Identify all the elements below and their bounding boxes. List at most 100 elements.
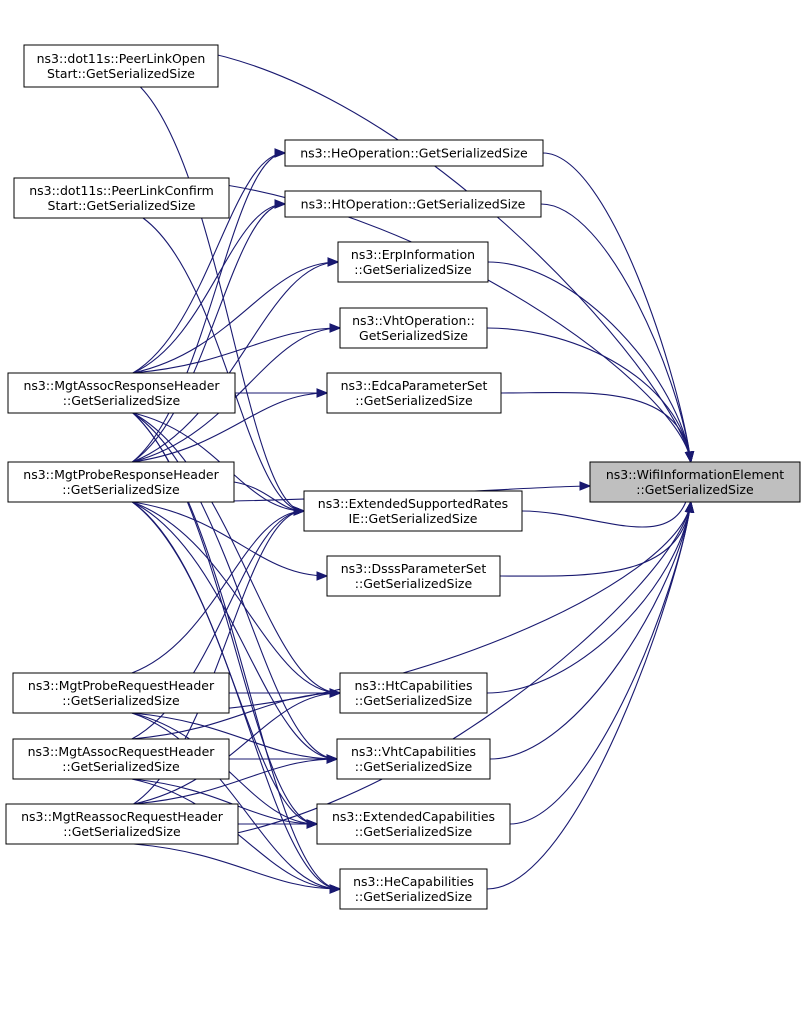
arrowhead-icon	[316, 571, 329, 581]
edge-proberesp-to-hecap	[131, 501, 341, 890]
node-plconf[interactable]: ns3::dot11s::PeerLinkConfirmStart::GetSe…	[13, 177, 230, 219]
arrowhead-icon	[316, 388, 329, 398]
edge-plopen-to-extrates	[140, 86, 305, 512]
node-label: ns3::HtCapabilities	[354, 678, 472, 693]
edge-reassoc-to-htcap	[133, 692, 341, 805]
node-proberesp[interactable]: ns3::MgtProbeResponseHeader::GetSerializ…	[7, 461, 235, 503]
edge-probereq-to-hecap	[131, 712, 341, 890]
node-hecap[interactable]: ns3::HeCapabilities::GetSerializedSize	[339, 868, 488, 910]
node-box	[339, 307, 488, 349]
node-reassoc[interactable]: ns3::MgtReassocRequestHeader::GetSeriali…	[5, 803, 239, 845]
edge-assocresp-to-vhtop	[132, 327, 341, 374]
node-label: ::GetSerializedSize	[355, 824, 473, 839]
node-box	[284, 139, 544, 167]
node-edca[interactable]: ns3::EdcaParameterSet::GetSerializedSize	[326, 372, 502, 414]
arrowhead-icon	[306, 819, 319, 829]
node-layer: ns3::WifiInformationElement::GetSerializ…	[5, 44, 801, 910]
edge-plconf-to-target	[142, 177, 692, 463]
node-label: ::GetSerializedSize	[63, 393, 181, 408]
node-label: GetSerializedSize	[359, 328, 468, 343]
node-extrates[interactable]: ns3::ExtendedSupportedRatesIE::GetSerial…	[303, 490, 523, 532]
node-label: ::GetSerializedSize	[62, 759, 180, 774]
node-assocresp[interactable]: ns3::MgtAssocResponseHeader::GetSerializ…	[7, 372, 236, 414]
edge-proberesp-to-dsss	[132, 501, 328, 577]
edge-assocreq-to-hecap	[131, 778, 341, 890]
node-htcap[interactable]: ns3::HtCapabilities::GetSerializedSize	[339, 672, 488, 714]
node-box	[326, 555, 501, 597]
edge-reassoc-to-target	[145, 501, 692, 845]
arrowhead-icon	[329, 323, 342, 333]
edge-proberesp-to-vhtcap	[132, 501, 338, 760]
node-label: ns3::HtOperation::GetSerializedSize	[301, 197, 526, 212]
node-label: ::GetSerializedSize	[355, 889, 473, 904]
node-label: IE::GetSerializedSize	[349, 511, 478, 526]
node-box	[316, 803, 511, 845]
edge-vhtcap-to-target	[489, 501, 692, 760]
node-label: ns3::EdcaParameterSet	[341, 378, 488, 393]
node-box	[23, 44, 219, 88]
node-dsss[interactable]: ns3::DsssParameterSet::GetSerializedSize	[326, 555, 501, 597]
node-box	[336, 738, 491, 780]
edge-htcap-to-target	[486, 501, 692, 694]
edge-reassoc-to-hecap	[133, 843, 341, 890]
node-label: ns3::MgtProbeRequestHeader	[28, 678, 215, 693]
edge-htop-to-target	[540, 203, 692, 463]
node-label: ns3::ErpInformation	[351, 247, 475, 262]
node-label: ns3::MgtProbeResponseHeader	[23, 467, 219, 482]
node-box	[12, 672, 230, 714]
node-label: ns3::DsssParameterSet	[341, 561, 487, 576]
node-box	[339, 672, 488, 714]
edge-probereq-to-vhtcap	[131, 712, 338, 760]
node-vhtop[interactable]: ns3::VhtOperation::GetSerializedSize	[339, 307, 488, 349]
node-label: ::GetSerializedSize	[355, 393, 473, 408]
node-erp[interactable]: ns3::ErpInformation::GetSerializedSize	[337, 241, 489, 283]
node-target[interactable]: ns3::WifiInformationElement::GetSerializ…	[589, 461, 801, 503]
node-label: ns3::dot11s::PeerLinkOpen	[37, 51, 206, 66]
node-assocreq[interactable]: ns3::MgtAssocRequestHeader::GetSerialize…	[12, 738, 230, 780]
edge-probereq-to-target	[142, 501, 692, 714]
edge-proberesp-to-htcap	[132, 501, 341, 694]
node-box	[337, 241, 489, 283]
node-plopen[interactable]: ns3::dot11s::PeerLinkOpenStart::GetSeria…	[23, 44, 219, 88]
node-box	[5, 803, 239, 845]
node-label: ::GetSerializedSize	[355, 759, 473, 774]
edge-edca-to-target	[500, 391, 692, 463]
node-heop[interactable]: ns3::HeOperation::GetSerializedSize	[284, 139, 544, 167]
node-label: ns3::MgtReassocRequestHeader	[21, 809, 224, 824]
arrowhead-icon	[327, 257, 340, 267]
node-box	[303, 490, 523, 532]
node-label: Start::GetSerializedSize	[48, 198, 196, 213]
edge-probereq-to-extrates	[131, 510, 305, 674]
edge-plopen-to-target	[140, 44, 692, 463]
node-label: ns3::WifiInformationElement	[606, 467, 784, 482]
node-box	[339, 868, 488, 910]
edge-extrates-to-target	[521, 481, 692, 528]
arrowhead-icon	[274, 148, 287, 158]
node-label: ns3::VhtCapabilities	[351, 744, 476, 759]
edge-proberesp-to-erp	[132, 261, 339, 463]
node-box	[326, 372, 502, 414]
node-label: ns3::HeOperation::GetSerializedSize	[300, 146, 528, 161]
edge-hecap-to-target	[486, 501, 692, 890]
edge-extcap-to-target	[509, 501, 692, 825]
edge-erp-to-target	[487, 261, 692, 463]
edge-vhtop-to-target	[486, 327, 692, 463]
node-extcap[interactable]: ns3::ExtendedCapabilities::GetSerialized…	[316, 803, 511, 845]
node-box	[12, 738, 230, 780]
node-label: ::GetSerializedSize	[354, 262, 472, 277]
edge-assocresp-to-htcap	[132, 412, 341, 694]
node-vhtcap[interactable]: ns3::VhtCapabilities::GetSerializedSize	[336, 738, 491, 780]
arrowhead-icon	[329, 688, 342, 698]
node-htop[interactable]: ns3::HtOperation::GetSerializedSize	[284, 190, 542, 218]
edge-assocreq-to-extrates	[131, 510, 305, 740]
node-box	[589, 461, 801, 503]
arrowhead-icon	[684, 500, 695, 514]
node-label: ns3::MgtAssocRequestHeader	[28, 744, 216, 759]
node-probereq[interactable]: ns3::MgtProbeRequestHeader::GetSerialize…	[12, 672, 230, 714]
node-label: ns3::ExtendedCapabilities	[332, 809, 495, 824]
arrowhead-icon	[274, 199, 287, 209]
node-label: ns3::HeCapabilities	[353, 874, 474, 889]
node-label: ::GetSerializedSize	[63, 824, 181, 839]
edge-heop-to-target	[542, 152, 692, 463]
edge-dsss-to-target	[499, 501, 692, 577]
